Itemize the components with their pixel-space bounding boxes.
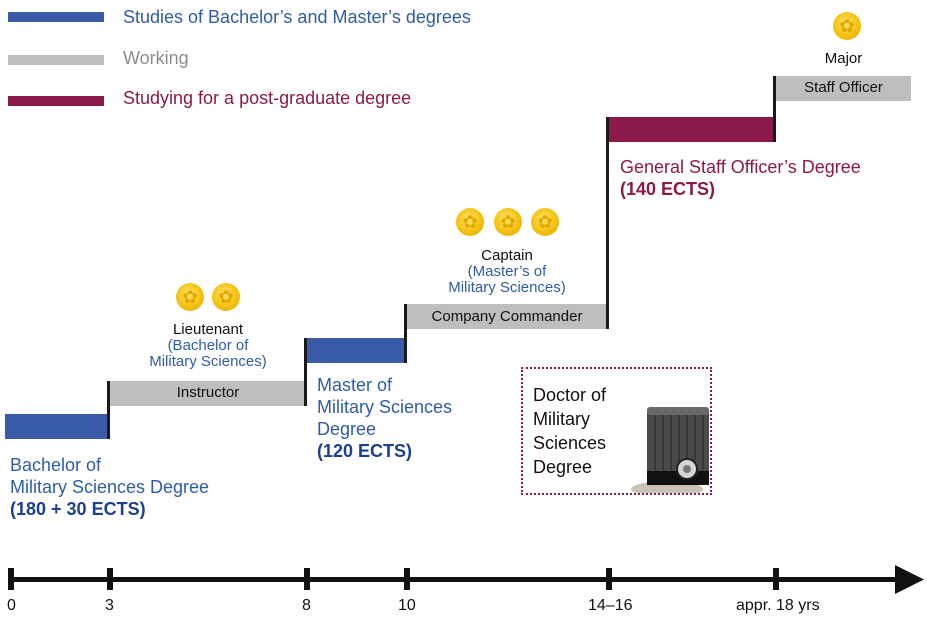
master-line3: Degree — [317, 419, 377, 439]
timeline-label-10: 10 — [398, 597, 416, 614]
major-title: Major — [824, 50, 863, 67]
step-riser-10 — [404, 304, 407, 363]
doctor-line4: Degree — [533, 457, 593, 477]
timeline-tick-8 — [304, 568, 310, 590]
bachelor-ects: (180 + 30 ECTS) — [10, 499, 146, 519]
legend-label-working: Working — [123, 48, 189, 68]
legend-label-postgraduate: Studying for a post-graduate degree — [123, 88, 412, 108]
captain-title: Captain — [481, 247, 533, 264]
bachelor-line1: Bachelor of — [10, 455, 102, 475]
timeline-tick-18 — [773, 568, 779, 590]
legend-swatch-working — [8, 55, 104, 65]
lieutenant-title: Lieutenant — [172, 321, 244, 338]
instructor-bar: Instructor — [110, 381, 306, 406]
company-commander-label: Company Commander — [431, 308, 583, 325]
major-rank: Major — [776, 51, 911, 67]
lieutenant-star-icon — [176, 283, 204, 311]
captain-sub-line1: (Master’s of — [467, 263, 547, 280]
lieutenant-sub-line2: Military Sciences) — [149, 353, 267, 370]
staff-officer-bar: Staff Officer — [776, 76, 911, 101]
bachelor-line2: Military Sciences Degree — [10, 477, 210, 497]
bachelor-degree-label: Bachelor of Military Sciences Degree (18… — [10, 454, 209, 520]
master-line2: Military Sciences — [317, 397, 453, 417]
lieutenant-star-icon — [212, 283, 240, 311]
doctor-degree-box: Doctor of Military Sciences Degree — [521, 367, 712, 495]
timeline-label-0: 0 — [7, 597, 16, 614]
general-staff-degree-label: General Staff Officer’s Degree (140 ECTS… — [620, 156, 861, 200]
timeline-label-8: 8 — [302, 597, 311, 614]
timeline-axis — [8, 565, 924, 594]
doctor-line1: Doctor of — [533, 385, 607, 405]
captain-star-icon — [456, 208, 484, 236]
legend-swatch-postgraduate — [8, 96, 104, 106]
bachelor-study-bar — [5, 414, 109, 439]
captain-rank: Captain (Master’s of Military Sciences) — [407, 248, 607, 296]
instructor-label: Instructor — [176, 384, 240, 401]
captain-sub-line2: Military Sciences) — [448, 279, 566, 296]
doctor-line3: Sciences — [533, 433, 607, 453]
doctor-line2: Military — [533, 409, 590, 429]
timeline-label-14-16: 14–16 — [588, 597, 633, 614]
lieutenant-sub-line1: (Bachelor of — [167, 337, 249, 354]
timeline-label-18: appr. 18 yrs — [736, 597, 820, 614]
doctoral-hat-icon — [631, 407, 709, 493]
general-staff-study-bar — [609, 117, 774, 142]
timeline-tick-14-16 — [606, 568, 612, 590]
timeline-tick-3 — [107, 568, 113, 590]
doctor-degree-label: Doctor of Military Sciences Degree — [533, 383, 606, 479]
captain-star-icon — [494, 208, 522, 236]
step-riser-3 — [107, 381, 110, 439]
timeline-label-3: 3 — [105, 597, 114, 614]
legend-label-studies: Studies of Bachelor’s and Master’s degre… — [123, 7, 471, 27]
captain-star-icon — [531, 208, 559, 236]
step-riser-18 — [773, 76, 776, 142]
lieutenant-rank: Lieutenant (Bachelor of Military Science… — [110, 322, 306, 370]
major-star-icon — [833, 12, 861, 40]
general-staff-ects: (140 ECTS) — [620, 179, 716, 199]
legend-swatch-studies — [8, 12, 104, 22]
master-study-bar — [306, 338, 406, 363]
master-degree-label: Master of Military Sciences Degree (120 … — [317, 374, 452, 462]
company-commander-bar: Company Commander — [407, 304, 607, 329]
step-riser-14 — [606, 117, 609, 329]
timeline-tick-10 — [404, 568, 410, 590]
general-staff-line1: General Staff Officer’s Degree — [620, 157, 861, 177]
staff-officer-label: Staff Officer — [804, 79, 883, 96]
master-line1: Master of — [317, 375, 393, 395]
master-ects: (120 ECTS) — [317, 441, 413, 461]
timeline-tick-0 — [8, 568, 14, 590]
step-riser-8 — [304, 338, 307, 406]
